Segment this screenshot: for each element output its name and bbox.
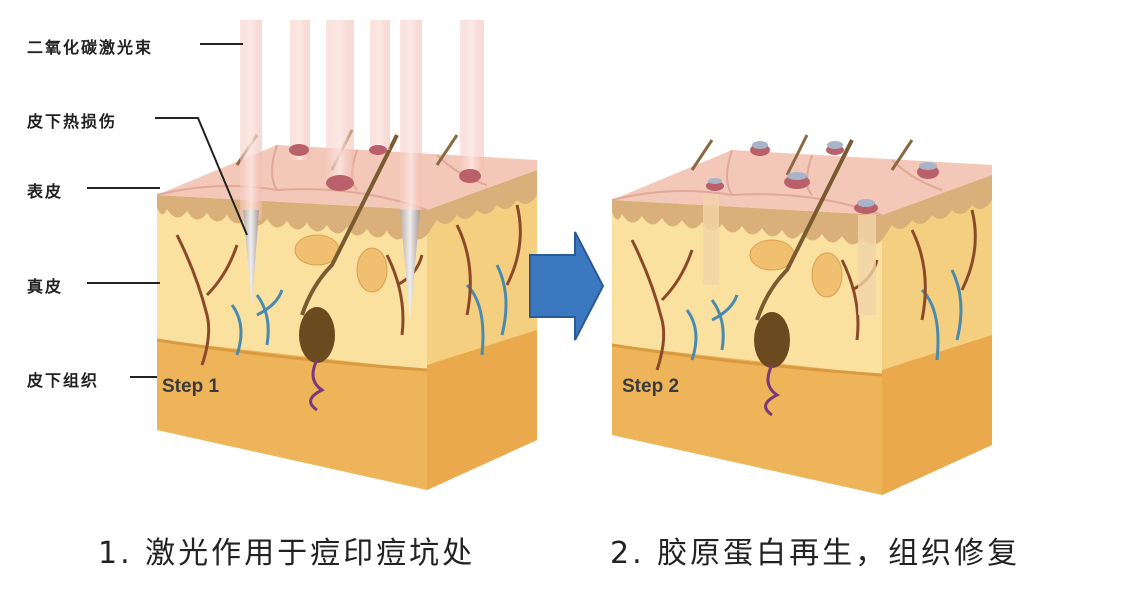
label-co2-beam: 二氧化碳激光束 [27, 38, 154, 57]
step-2-label: Step 2 [622, 376, 680, 397]
arrow-right-icon [529, 231, 605, 341]
label-dermis: 真皮 [27, 277, 64, 296]
laser-beams [240, 20, 484, 320]
leader-lines [87, 43, 248, 378]
step2-skin-block [610, 133, 994, 497]
healing-spots [703, 141, 939, 315]
step-1-label: Step 1 [162, 376, 220, 397]
caption-step-2: 2. 胶原蛋白再生，组织修复 [610, 536, 1021, 571]
caption-step-1: 1. 激光作用于痘印痘坑处 [98, 536, 476, 571]
label-epidermis: 表皮 [27, 182, 64, 201]
label-subcutaneous: 皮下组织 [27, 371, 100, 390]
label-thermal-injury: 皮下热损伤 [27, 112, 118, 131]
